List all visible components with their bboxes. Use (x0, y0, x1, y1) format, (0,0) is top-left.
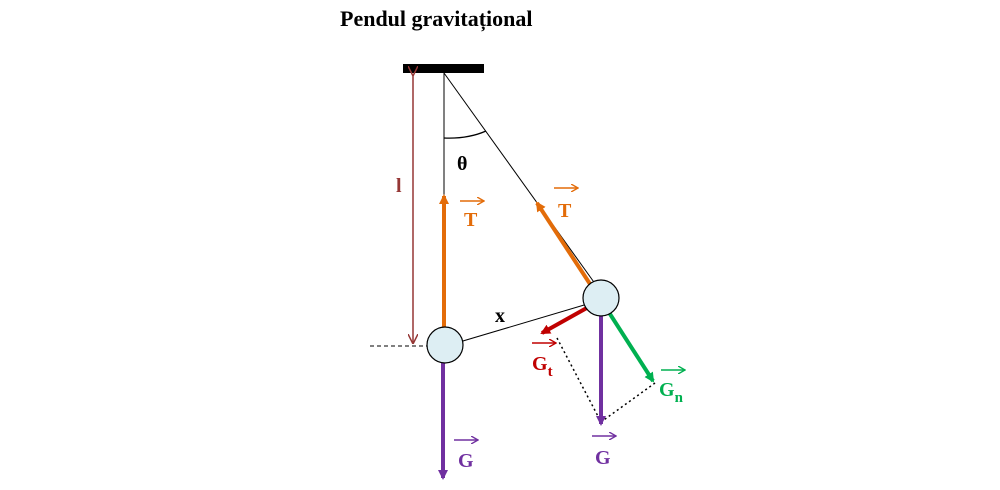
length-label: l (396, 175, 402, 197)
tension-label-rest: T (464, 209, 478, 231)
weight-label-rest: G (458, 450, 474, 472)
string-displaced (443, 72, 597, 286)
tangential-label-main: G (532, 353, 548, 375)
normal-label-subscript: n (675, 390, 684, 406)
diagram-title: Pendul gravitațional (340, 6, 533, 32)
tangential-label: Gt (532, 353, 553, 380)
ceiling-support (403, 64, 484, 73)
tension-vector-displaced (535, 201, 592, 286)
angle-label: θ (457, 153, 467, 175)
component-dotted-line-t (556, 337, 602, 423)
normal-label-main: G (659, 379, 675, 401)
tangential-label-subscript: t (548, 364, 553, 380)
angle-arc (443, 130, 487, 139)
bob-displaced-position (582, 279, 620, 317)
displacement-label: x (495, 305, 505, 327)
normal-label: Gn (659, 379, 684, 406)
tension-label-displaced: T (558, 200, 572, 222)
bob-rest-position (426, 326, 464, 364)
displacement-line (445, 299, 602, 347)
component-dotted-line-n (600, 382, 656, 423)
weight-label-displaced: G (595, 447, 611, 469)
